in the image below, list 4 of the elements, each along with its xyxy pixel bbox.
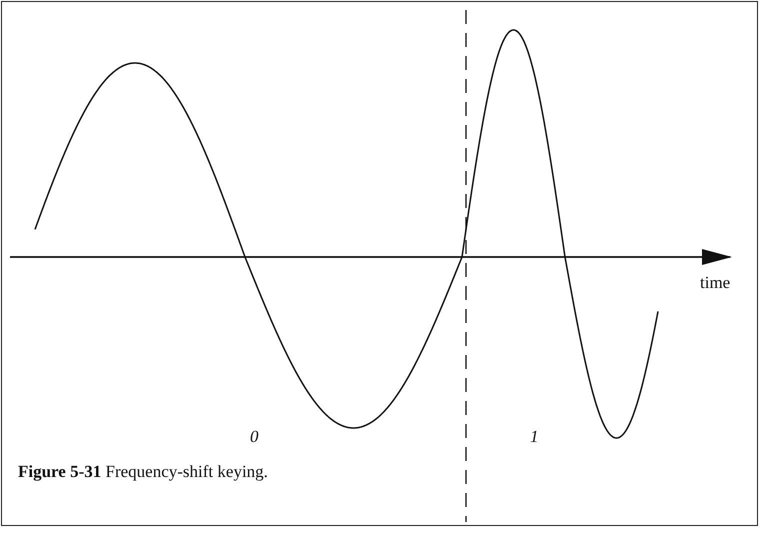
- axis-label: time: [700, 274, 730, 291]
- bit-value-label: 0: [250, 428, 258, 445]
- bit-value-label: 1: [530, 428, 538, 445]
- figure-caption: Figure 5-31 Frequency-shift keying.: [18, 462, 268, 482]
